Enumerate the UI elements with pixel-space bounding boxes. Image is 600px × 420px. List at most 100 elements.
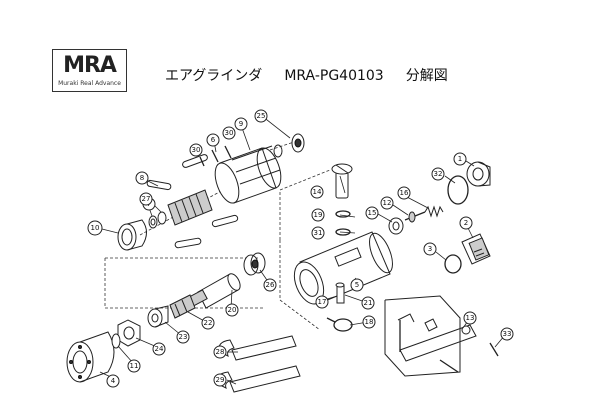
callout-21: 21	[361, 296, 375, 310]
callout-2: 2	[459, 216, 473, 230]
part-5-main-housing	[293, 231, 393, 307]
svg-text:22: 22	[204, 319, 213, 327]
callout-31: 31	[311, 226, 325, 240]
svg-text:18: 18	[365, 318, 374, 326]
assembly-guides	[104, 139, 331, 331]
callout-17: 17	[315, 295, 329, 309]
part-13-lever	[397, 313, 477, 373]
callout-22: 22	[201, 316, 215, 330]
brand-logo: MRA Muraki Real Advance	[52, 49, 127, 92]
part-19-o-ring	[335, 210, 351, 218]
svg-text:26: 26	[266, 281, 275, 289]
svg-text:4: 4	[111, 377, 116, 385]
svg-text:9: 9	[239, 120, 243, 128]
callout-30a: 30	[189, 143, 203, 157]
svg-text:14: 14	[313, 188, 322, 196]
svg-text:32: 32	[434, 170, 443, 178]
callout-20: 20	[225, 303, 239, 317]
callout-10: 10	[87, 220, 103, 236]
svg-text:3: 3	[428, 245, 432, 253]
svg-text:28: 28	[216, 348, 225, 356]
part-24-hex-nut	[117, 319, 141, 347]
part-26-bearing	[243, 252, 266, 276]
svg-text:20: 20	[228, 306, 237, 314]
part-1-inlet-cap	[466, 161, 491, 187]
svg-text:31: 31	[314, 229, 323, 237]
callout-23: 23	[176, 330, 190, 344]
svg-text:6: 6	[211, 136, 216, 144]
part-25-bearing	[273, 133, 305, 158]
svg-text:27: 27	[142, 195, 151, 203]
callout-9: 9	[234, 117, 248, 131]
title-doc-type: 分解図	[405, 68, 448, 84]
callout-32: 32	[431, 167, 445, 181]
svg-text:25: 25	[257, 112, 266, 120]
part-32-o-ring	[447, 175, 469, 205]
callout-11: 11	[127, 359, 141, 373]
part-12-valve-stem	[404, 211, 426, 223]
callout-28: 28	[213, 345, 227, 359]
callout-33: 33	[500, 327, 514, 341]
callout-14: 14	[310, 185, 324, 199]
callout-16: 16	[397, 186, 411, 200]
part-28-spanner	[218, 335, 297, 361]
svg-text:8: 8	[140, 174, 144, 182]
callout-4: 4	[106, 374, 120, 388]
part-7-washer	[157, 211, 167, 225]
part-22-collet	[169, 294, 196, 319]
part-30-pin	[199, 145, 232, 167]
title-model: MRA-PG40103	[284, 68, 384, 84]
callout-3: 3	[423, 242, 437, 256]
svg-text:15: 15	[368, 209, 377, 217]
part-15-ring	[388, 217, 404, 235]
svg-text:29: 29	[216, 376, 225, 384]
svg-text:30: 30	[192, 146, 201, 154]
callout-15: 15	[365, 206, 379, 220]
svg-text:1: 1	[458, 155, 462, 163]
callout-30b: 30	[222, 126, 236, 140]
callout-27: 27	[139, 192, 153, 206]
svg-text:21: 21	[364, 299, 373, 307]
svg-text:10: 10	[91, 224, 100, 232]
part-11-washer	[111, 333, 121, 349]
part-2-hose-fitting	[461, 233, 491, 265]
part-14-valve	[331, 163, 353, 199]
svg-text:5: 5	[355, 281, 359, 289]
callout-24: 24	[152, 342, 166, 356]
part-23-nut	[147, 305, 169, 328]
svg-text:24: 24	[155, 345, 164, 353]
part-33-pin	[489, 342, 499, 357]
callout-18: 18	[362, 315, 376, 329]
part-10-front-cap	[117, 219, 147, 251]
logo-mark: MRA	[63, 53, 117, 78]
callout-26: 26	[263, 278, 277, 292]
callout-12: 12	[380, 196, 394, 210]
part-17-pin	[335, 282, 345, 304]
part-3-o-ring	[444, 254, 462, 274]
part-16-spring	[424, 205, 444, 218]
svg-text:13: 13	[466, 314, 475, 322]
svg-text:12: 12	[383, 199, 392, 207]
part-18-clip	[326, 317, 353, 332]
svg-text:2: 2	[464, 219, 468, 227]
part-20-spindle	[184, 273, 241, 309]
part-4-front-housing	[66, 331, 115, 383]
svg-text:17: 17	[318, 298, 327, 306]
svg-text:11: 11	[130, 362, 139, 370]
callout-8: 8	[135, 171, 149, 185]
part-8-vanes	[146, 154, 239, 249]
part-29-spanner	[216, 365, 301, 393]
part-31-o-ring	[335, 228, 351, 236]
svg-text:19: 19	[314, 211, 323, 219]
callout-6: 6	[206, 133, 220, 147]
rotor-shaft	[167, 189, 213, 226]
part-6-pin	[211, 149, 219, 163]
svg-text:33: 33	[503, 330, 512, 338]
part-9-cylinder	[214, 145, 282, 204]
callout-1: 1	[453, 152, 467, 166]
lever-bracket-frame	[384, 295, 461, 377]
callout-19: 19	[311, 208, 325, 222]
